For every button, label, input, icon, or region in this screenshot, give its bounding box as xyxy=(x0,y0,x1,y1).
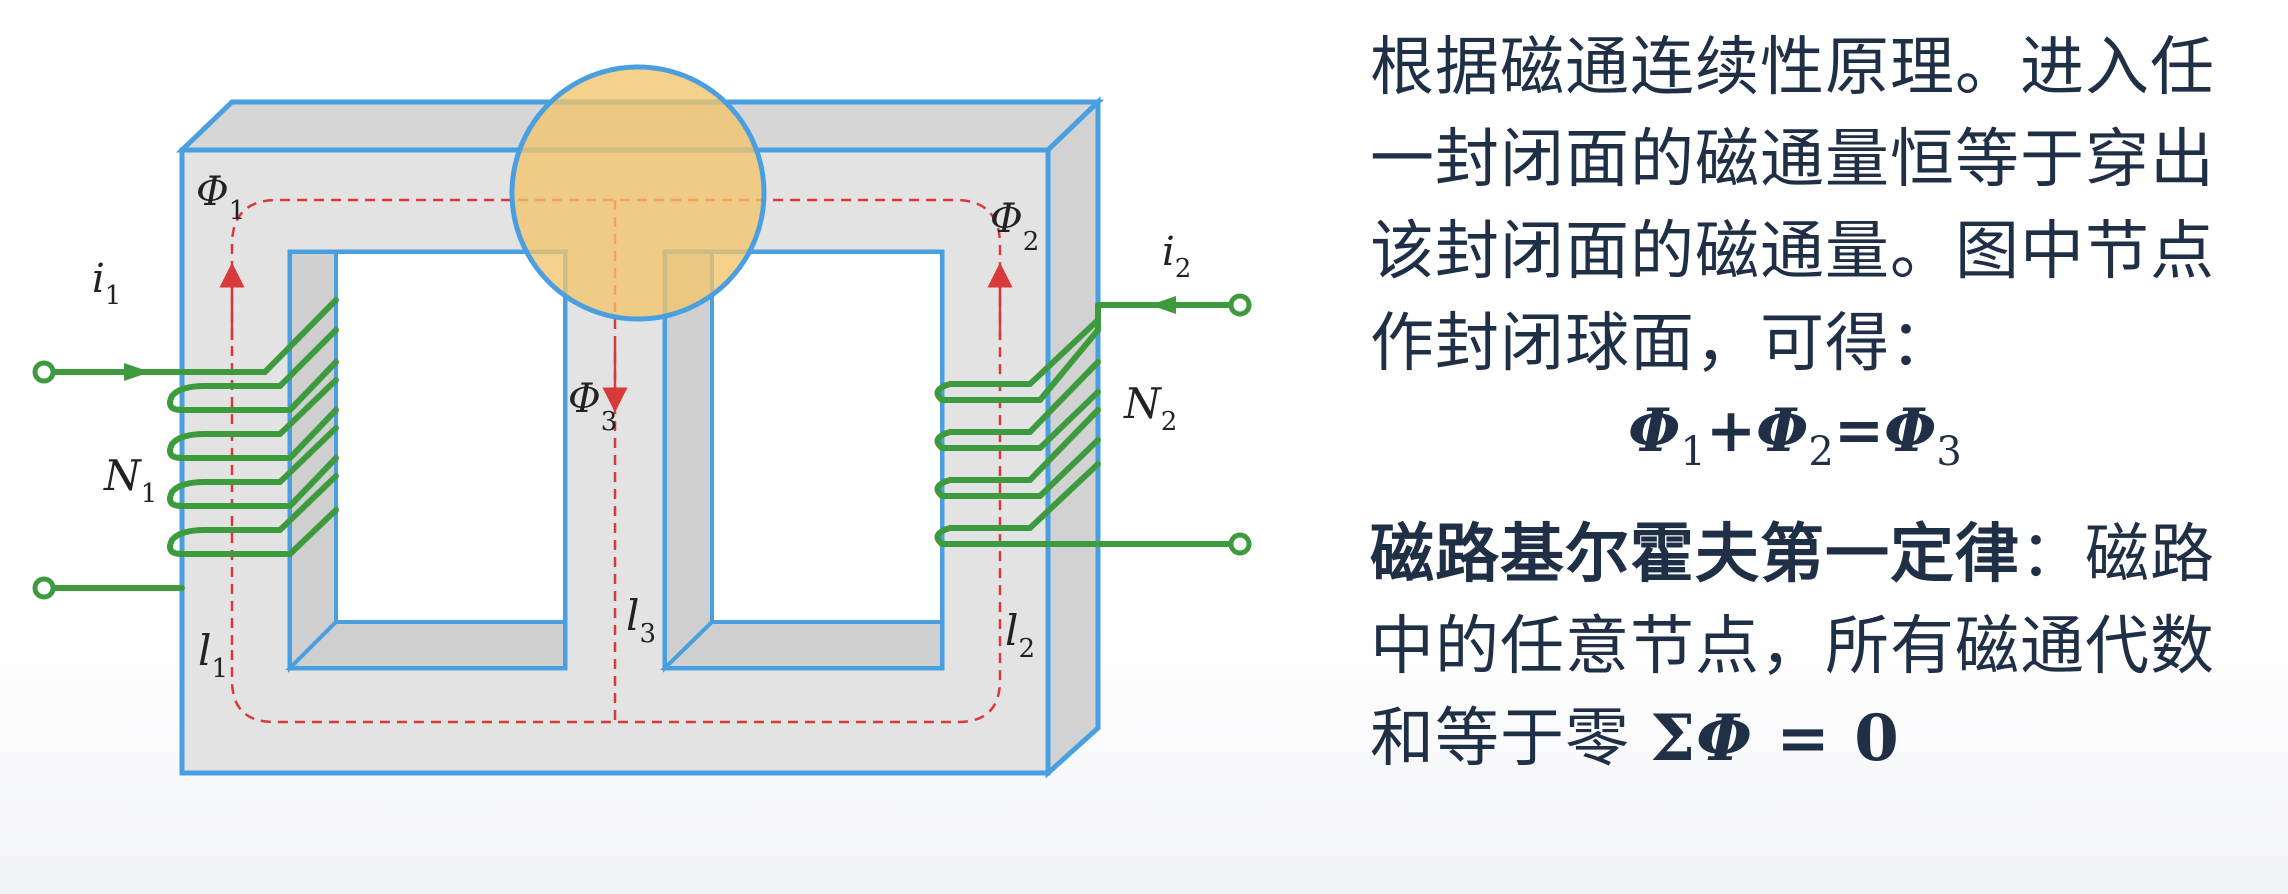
law-body: ：磁路中的任意节点，所有磁通代数和等于零 xyxy=(1370,518,2215,776)
label-n2: N2 xyxy=(1123,379,1177,437)
i1-arrow-head xyxy=(124,363,150,381)
left-window-bevel-bottom xyxy=(285,620,567,670)
magnetic-circuit-diagram: Φ1 Φ2 Φ3 i1 i2 N1 N2 l1 l2 l3 xyxy=(32,64,1252,779)
label-i1: i1 xyxy=(92,256,121,311)
label-i2: i2 xyxy=(1162,229,1191,284)
terminal-i1-bottom xyxy=(32,576,56,600)
terminal-i1-top xyxy=(32,360,56,384)
label-phi2: Φ2 xyxy=(990,196,1039,257)
label-l2: l2 xyxy=(1005,606,1035,664)
continuity-principle-text: 根据磁通连续性原理。进入任一封闭面的磁通量恒等于穿出该封闭面的磁通量。图中节点作… xyxy=(1370,31,2215,381)
right-window-bevel-bottom xyxy=(660,620,944,670)
label-phi3: Φ3 xyxy=(568,376,617,437)
coil-n1 xyxy=(45,297,339,591)
law-title: 磁路基尔霍夫第一定律 xyxy=(1370,518,2020,592)
explanation-panel: 根据磁通连续性原理。进入任一封闭面的磁通量恒等于穿出该封闭面的磁通量。图中节点作… xyxy=(1370,22,2260,785)
right-window xyxy=(710,250,944,624)
label-l3: l3 xyxy=(626,591,656,649)
label-n1: N1 xyxy=(103,451,157,509)
node-highlight-circle xyxy=(509,64,767,322)
i2-arrow-head xyxy=(1150,296,1176,314)
label-phi1: Φ1 xyxy=(196,169,245,226)
terminal-i2-bottom xyxy=(1228,532,1252,556)
left-window xyxy=(334,250,567,624)
coil-n2 xyxy=(934,302,1235,547)
left-window-bevel-left xyxy=(288,250,338,673)
node-flux-formula: Φ1+Φ2=Φ3 xyxy=(1628,396,1962,475)
terminal-i2-top xyxy=(1228,293,1252,317)
sum-phi-zero: ΣΦ = 0 xyxy=(1650,701,1900,776)
label-l1: l1 xyxy=(198,626,228,684)
